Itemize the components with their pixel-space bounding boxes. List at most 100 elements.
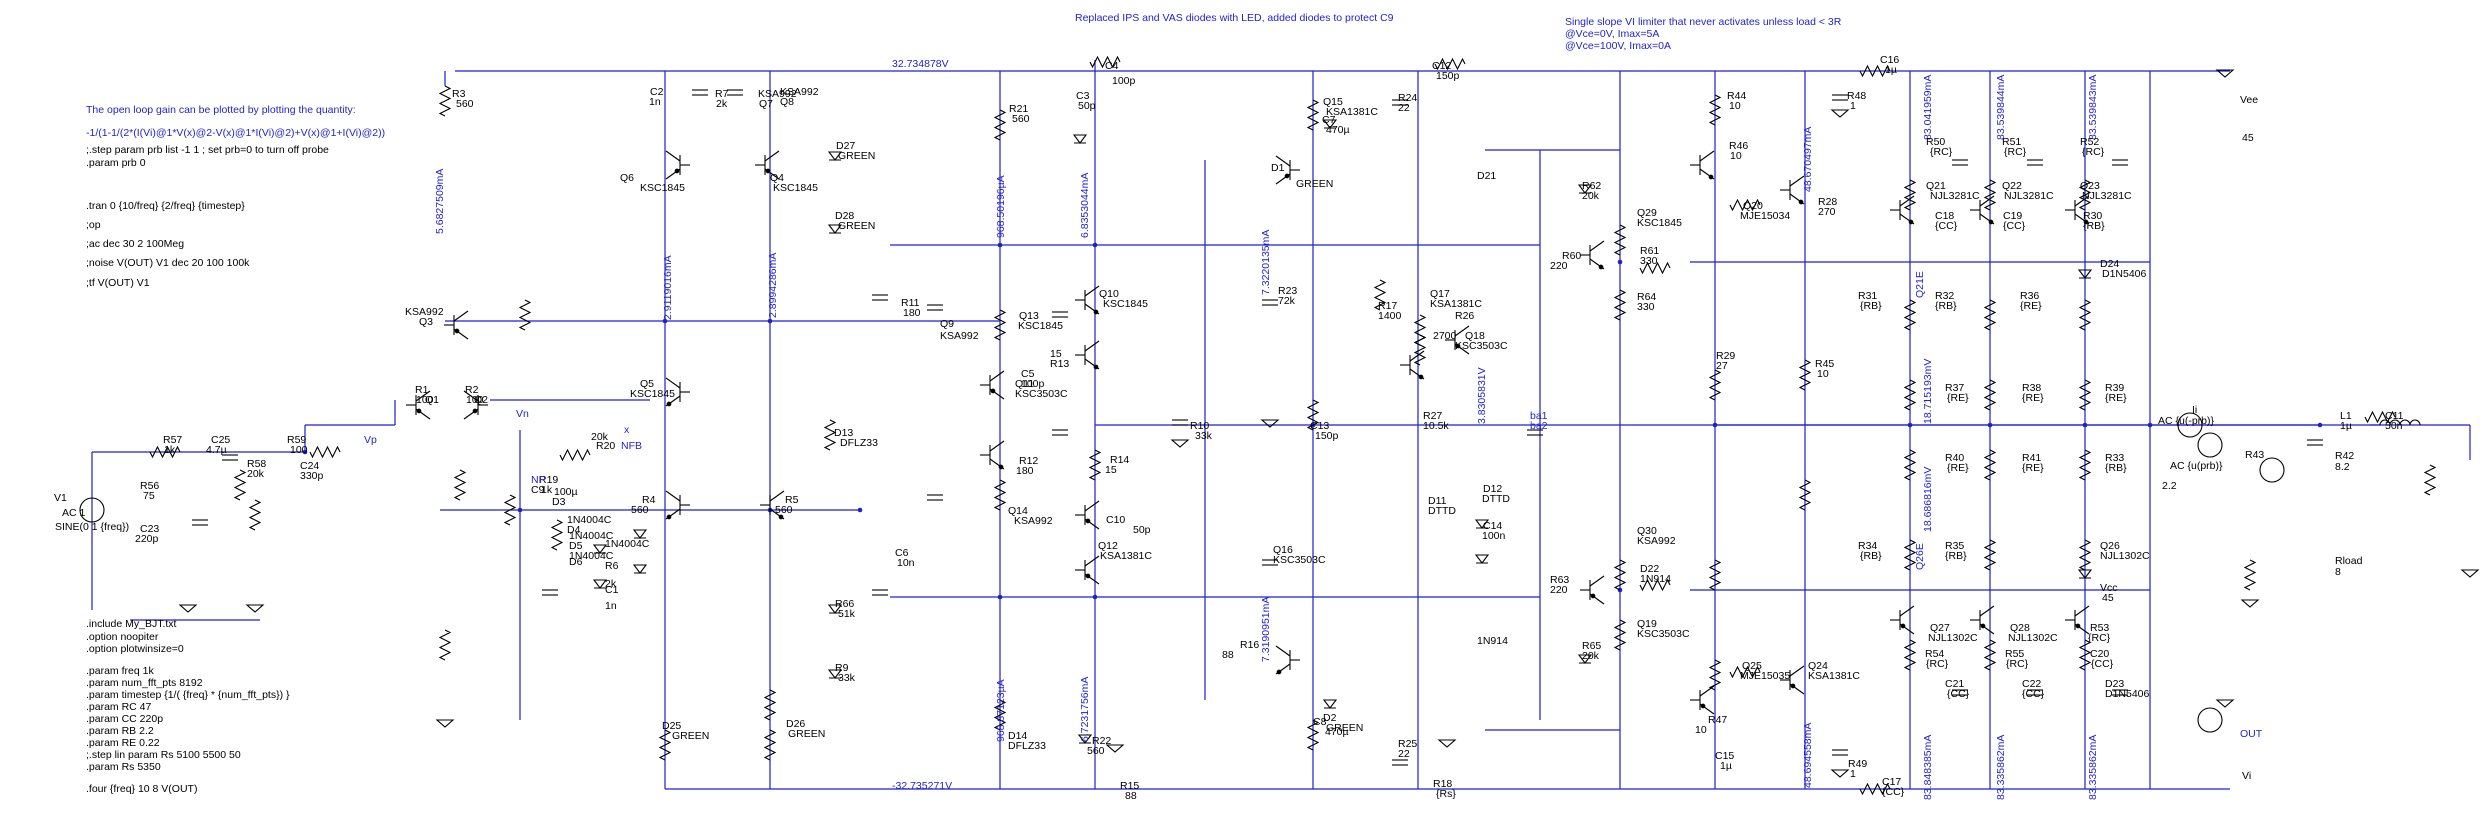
component-label: 10 bbox=[1730, 150, 1742, 162]
component-label: R22 bbox=[1092, 735, 1112, 747]
junction-dot bbox=[1092, 594, 1098, 600]
component-label: {RE} bbox=[1947, 392, 1969, 404]
component-label: R50 bbox=[1926, 136, 1946, 148]
component-label: 560 bbox=[775, 504, 793, 516]
resistor-symbol bbox=[1903, 179, 1917, 211]
component-label: R65 bbox=[1582, 640, 1602, 652]
component-label: KSA992 bbox=[1014, 515, 1053, 527]
component-label: C19 bbox=[2003, 210, 2023, 222]
resistor-symbol bbox=[233, 469, 247, 501]
directive-line: ;.step param prb list -1 1 ; set prb=0 t… bbox=[86, 144, 329, 156]
component-label: C6 bbox=[895, 547, 909, 559]
component-label: 180 bbox=[1016, 465, 1034, 477]
component-label: R21 bbox=[1009, 103, 1029, 115]
component-label: R6 bbox=[605, 560, 619, 572]
component-label: C16 bbox=[1880, 54, 1900, 66]
component-label: 100µ bbox=[554, 486, 578, 498]
ground-symbol bbox=[1260, 419, 1280, 428]
directive-line: .param RE 0.22 bbox=[86, 737, 160, 749]
component-label: Q15 bbox=[1323, 96, 1343, 108]
component-label: 10 bbox=[1817, 368, 1829, 380]
resistor-symbol bbox=[2423, 464, 2437, 496]
component-label: 560 bbox=[1012, 113, 1030, 125]
component-label: KSC3503C bbox=[1273, 554, 1326, 566]
component-label: 45 bbox=[2102, 592, 2114, 604]
component-label: R45 bbox=[1815, 358, 1835, 370]
component-label: 470µ bbox=[1325, 726, 1349, 738]
component-label: C8 bbox=[1313, 716, 1327, 728]
directive-line: ;.step lin param Rs 5100 5500 50 bbox=[86, 749, 241, 761]
junction-dot bbox=[2082, 422, 2088, 428]
component-label: D4 bbox=[567, 524, 581, 536]
component-label: R15 bbox=[1120, 780, 1140, 792]
bjt-collector bbox=[1699, 685, 1715, 697]
resistor-symbol bbox=[438, 85, 452, 117]
current-label: 83.539843mA bbox=[2087, 74, 2099, 140]
component-label: R26 bbox=[1455, 310, 1475, 322]
component-label: 1N914 bbox=[1477, 635, 1508, 647]
component-label: 330 bbox=[1637, 301, 1655, 313]
resistor-symbol bbox=[1306, 719, 1320, 751]
voltage-label: 18.715193mV bbox=[1922, 358, 1934, 424]
component-label: Q11 bbox=[1015, 378, 1035, 390]
component-label: 45 bbox=[2242, 132, 2254, 144]
resistor-symbol bbox=[993, 309, 1007, 341]
component-label: Q25 bbox=[1742, 660, 1762, 672]
component-label: KSA992 bbox=[780, 86, 819, 98]
component-label: 20k bbox=[591, 431, 608, 443]
current-label: 968.50196µA bbox=[995, 175, 1007, 238]
component-label: 50p bbox=[1133, 524, 1151, 536]
component-label: OUT bbox=[2240, 728, 2263, 740]
resistor-symbol bbox=[1089, 55, 1121, 69]
component-label: {RC} bbox=[2006, 658, 2029, 670]
component-label: Vn bbox=[516, 408, 529, 420]
bjt-arrow bbox=[1980, 623, 1986, 629]
component-label: R28 bbox=[1818, 196, 1838, 208]
bjt-arrow bbox=[1798, 199, 1804, 205]
junction-dot bbox=[662, 318, 668, 324]
bjt-arrow bbox=[765, 168, 771, 174]
resistor-symbol bbox=[453, 469, 467, 501]
component-label: 2k bbox=[605, 578, 617, 590]
resistor-symbol bbox=[503, 494, 517, 526]
bjt-collector bbox=[665, 490, 681, 502]
directive-line: ;ac dec 30 2 100Meg bbox=[86, 238, 185, 250]
component-label: Q6 bbox=[620, 172, 635, 184]
component-label: {RB} bbox=[1945, 550, 1967, 562]
component-label: DTTD bbox=[1428, 505, 1456, 517]
component-label: Q8 bbox=[780, 96, 795, 108]
component-label: Q22 bbox=[2002, 180, 2022, 192]
current-label: 5.6827509mA bbox=[434, 168, 446, 234]
component-label: 33k bbox=[1195, 430, 1212, 442]
component-label: R30 bbox=[2083, 210, 2103, 222]
component-label: 2.2 bbox=[2162, 480, 2177, 492]
component-label: 15 bbox=[1050, 348, 1062, 360]
directive-line: .param timestep {1/( {freq} * {num_fft_p… bbox=[86, 689, 290, 701]
component-label: D22 bbox=[1640, 563, 1660, 575]
component-label: {RC} bbox=[1926, 658, 1949, 670]
component-label: 1 bbox=[1850, 768, 1856, 780]
component-label: AC {u(prb)} bbox=[2170, 460, 2223, 472]
component-label: 1µ bbox=[1885, 64, 1897, 76]
component-label: DFLZ33 bbox=[840, 437, 878, 449]
component-label: {RC} bbox=[2004, 146, 2027, 158]
resistor-symbol bbox=[1306, 399, 1320, 431]
component-label: R62 bbox=[1582, 180, 1602, 192]
bjt-arrow bbox=[674, 168, 680, 174]
directive-line: ;noise V(OUT) V1 dec 20 100 100k bbox=[86, 257, 250, 269]
component-label: R55 bbox=[2005, 648, 2025, 660]
bjt-arrow bbox=[1085, 518, 1091, 524]
ground-symbol bbox=[178, 604, 198, 613]
component-label: R59 bbox=[287, 434, 307, 446]
component-label: C10 bbox=[1106, 514, 1126, 526]
component-label: NFB bbox=[621, 440, 642, 452]
directive-line: .param CC 220p bbox=[86, 713, 164, 725]
component-label: Q4 bbox=[770, 172, 785, 184]
directive-line: .four {freq} 10 8 V(OUT) bbox=[86, 783, 198, 795]
component-label: {RE} bbox=[2105, 392, 2127, 404]
component-label: R41 bbox=[2022, 452, 2042, 464]
resistor-symbol bbox=[1903, 639, 1917, 671]
component-label: D25 bbox=[662, 720, 682, 732]
component-label: ba1 bbox=[1530, 410, 1548, 422]
component-label: C15 bbox=[1715, 750, 1735, 762]
